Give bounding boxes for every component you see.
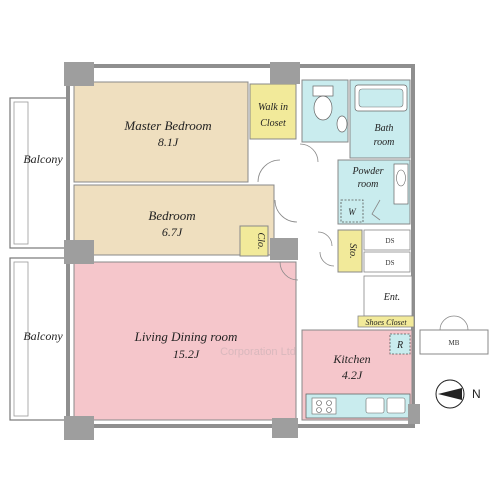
compass-icon: N — [435, 379, 481, 409]
doors — [257, 143, 381, 281]
balcony-bottom: Balcony — [9, 257, 69, 421]
ds-cabinet-2 — [363, 251, 411, 273]
washer — [340, 199, 364, 223]
closet — [239, 225, 269, 257]
powder-label-1: Powder — [351, 166, 383, 177]
ds-cabinet-1 — [363, 229, 411, 251]
master-bedroom — [73, 81, 249, 183]
walk-in-closet — [249, 83, 297, 140]
living-dining-room — [73, 261, 297, 421]
living-dining-name: Living Dining room — [134, 329, 238, 344]
kitchen-counter — [305, 393, 411, 419]
toilet-icon — [312, 85, 334, 121]
kitchen-size: 4.2J — [342, 368, 363, 382]
living-dining-size: 15.2J — [173, 347, 200, 361]
balcony-top-label: Balcony — [23, 152, 63, 166]
shoes-closet-label: Shoes Closet — [365, 318, 407, 327]
balcony-bottom-label: Balcony — [23, 329, 63, 343]
closet-label: Clo. — [255, 233, 266, 250]
refrigerator-label: R — [396, 340, 403, 351]
walk-in-closet-label-2: Closet — [260, 118, 286, 129]
entrance-label: Ent. — [383, 292, 400, 303]
bathtub-icon — [354, 84, 408, 112]
master-bedroom-size: 8.1J — [158, 135, 179, 149]
sink-small-icon — [336, 115, 348, 133]
shoes-closet — [357, 315, 415, 328]
structural-columns — [64, 62, 420, 440]
meter-box — [419, 329, 489, 355]
mb-label: MB — [449, 339, 460, 347]
ds2-label: DS — [386, 259, 395, 267]
ds1-label: DS — [386, 237, 395, 245]
kitchen-name: Kitchen — [332, 352, 370, 366]
watermark: Corporation Ltd — [220, 346, 296, 358]
bath-label-1: Bath — [375, 123, 394, 134]
entry-door-swing — [439, 315, 469, 331]
washer-label: W — [348, 207, 357, 217]
balcony-top: Balcony — [9, 97, 69, 249]
walk-in-closet-label-1: Walk in — [258, 102, 288, 113]
bath-label-2: room — [374, 137, 395, 148]
compass-label: N — [472, 387, 481, 401]
storage — [337, 229, 363, 273]
master-bedroom-name: Master Bedroom — [123, 118, 211, 133]
refrigerator — [389, 333, 411, 355]
entrance — [363, 275, 413, 317]
powder-label-2: room — [358, 179, 379, 190]
storage-label: Sto. — [347, 243, 358, 258]
bedroom-size: 6.7J — [162, 225, 183, 239]
bedroom-name: Bedroom — [148, 208, 195, 223]
washbasin-icon — [393, 163, 409, 205]
